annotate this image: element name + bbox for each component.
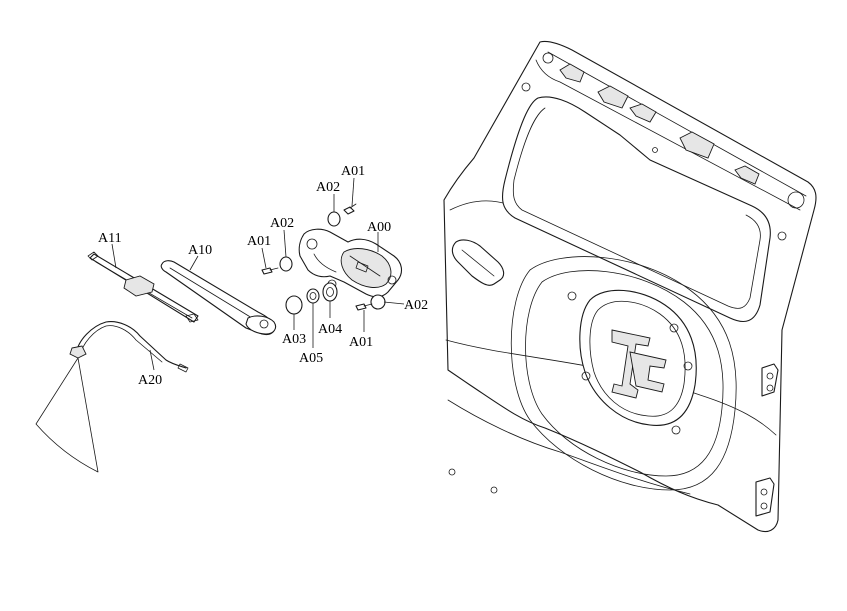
wiper-blade xyxy=(87,251,199,323)
callout-a00: A00 xyxy=(367,220,391,235)
callout-a04: A04 xyxy=(318,322,342,337)
grommet xyxy=(322,282,338,302)
callout-a01-left: A01 xyxy=(247,234,271,249)
callout-a10: A10 xyxy=(188,243,212,258)
wiper-motor xyxy=(298,228,403,298)
wiper-arm xyxy=(160,260,277,336)
hinge-upper xyxy=(761,363,779,397)
screw-left xyxy=(261,267,279,275)
callout-labels: A00 A01 A02 A01 A02 A02 A03 A04 A05 A01 … xyxy=(98,164,428,388)
callout-a01-top: A01 xyxy=(341,164,365,179)
washer-top xyxy=(327,211,341,227)
callout-a01-bottom: A01 xyxy=(349,335,373,350)
washer-left xyxy=(279,256,293,272)
callout-a05: A05 xyxy=(299,351,323,366)
hinge-lower xyxy=(755,477,775,517)
washer-hose xyxy=(35,321,189,473)
callout-a02-left: A02 xyxy=(270,216,294,231)
washer-right xyxy=(370,294,386,310)
callout-a11: A11 xyxy=(98,231,122,246)
screw-top xyxy=(343,203,357,215)
callout-a03: A03 xyxy=(282,332,306,347)
callout-a20: A20 xyxy=(138,373,162,388)
cap xyxy=(285,295,303,315)
nut xyxy=(306,288,320,304)
leader-lines xyxy=(111,177,405,371)
callout-a02-right: A02 xyxy=(404,298,428,313)
screw-bottom xyxy=(355,303,373,311)
callout-a02-top: A02 xyxy=(316,180,340,195)
tailgate-panel xyxy=(443,40,817,533)
